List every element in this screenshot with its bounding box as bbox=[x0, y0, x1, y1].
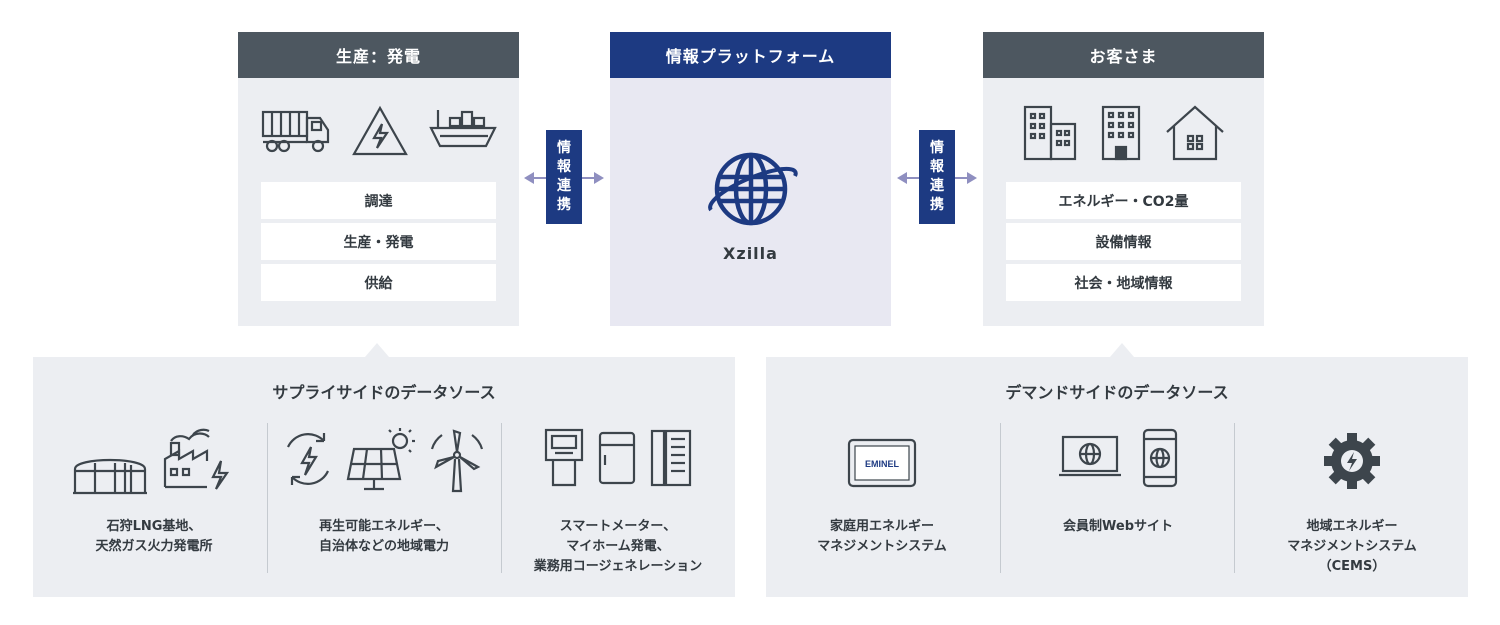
demand-source-label: 家庭用エネルギー マネジメントシステム bbox=[817, 519, 947, 554]
tablet-screen-text: EMINEL bbox=[865, 459, 900, 469]
supply-source-label: 石狩LNG基地、 天然ガス火力発電所 bbox=[95, 519, 213, 554]
demand-source-icons: EMINEL bbox=[766, 437, 998, 489]
supply-item: 調達 bbox=[261, 182, 496, 219]
demand-source-col: 地域エネルギー マネジメントシステム （CEMS） bbox=[1236, 423, 1468, 574]
link-char: 携 bbox=[930, 197, 944, 213]
divider bbox=[1234, 423, 1235, 573]
supply-icon-row bbox=[238, 104, 519, 158]
platform-panel: 情報プラットフォーム Xzilla bbox=[610, 32, 891, 326]
supply-source-col: スマートメーター、 マイホーム発電、 業務用コージェネレーション bbox=[507, 423, 729, 574]
laptop-globe-icon bbox=[1059, 435, 1121, 477]
link-char: 情 bbox=[557, 140, 571, 156]
customer-panel: お客さま エネルギー・CO2量 設備情報 社会・地域情報 bbox=[983, 32, 1264, 326]
gear-bolt-icon bbox=[1324, 433, 1380, 489]
divider bbox=[1000, 423, 1001, 573]
supply-source-label: 再生可能エネルギー、 自治体などの地域電力 bbox=[318, 519, 449, 554]
supply-source-col: 再生可能エネルギー、 自治体などの地域電力 bbox=[273, 423, 495, 573]
supply-source-icons bbox=[43, 427, 265, 501]
supply-source-label: スマートメーター、 マイホーム発電、 業務用コージェネレーション bbox=[533, 519, 703, 574]
demand-source-label: 会員制Webサイト bbox=[1063, 519, 1173, 534]
link-char: 連 bbox=[930, 178, 944, 194]
link-left: 情 報 連 携 bbox=[524, 130, 604, 224]
lng-tank-icon bbox=[73, 458, 147, 495]
demand-source-icons bbox=[1236, 431, 1468, 491]
demand-source-label: 地域エネルギー マネジメントシステム （CEMS） bbox=[1287, 519, 1417, 574]
demand-notch bbox=[1110, 343, 1134, 357]
demand-sources-panel: デマンドサイドのデータソース EMINEL 家庭用エネルギー マネジメントシステ… bbox=[766, 343, 1468, 597]
supply-source-col: 石狩LNG基地、 天然ガス火力発電所 bbox=[43, 423, 265, 573]
divider bbox=[501, 423, 502, 573]
house-icon bbox=[1165, 105, 1224, 161]
link-right-label: 情 報 連 携 bbox=[919, 130, 955, 224]
cargo-ship-icon bbox=[428, 110, 497, 148]
customer-item: 設備情報 bbox=[1006, 223, 1241, 260]
link-char: 情 bbox=[930, 140, 944, 156]
link-right: 情 報 連 携 bbox=[897, 130, 977, 224]
renewable-cycle-icon bbox=[286, 433, 330, 485]
smart-meter-icon bbox=[544, 428, 584, 487]
high-voltage-icon bbox=[351, 105, 408, 156]
supply-sources-panel: サプライサイドのデータソース 石狩LNG基地、 天然ガス火力発電所 bbox=[33, 343, 735, 597]
link-char: 携 bbox=[557, 197, 571, 213]
link-char: 報 bbox=[557, 159, 571, 175]
demand-source-col: EMINEL 家庭用エネルギー マネジメントシステム bbox=[766, 423, 998, 573]
supply-item: 生産・発電 bbox=[261, 223, 496, 260]
cogeneration-icon bbox=[650, 429, 692, 487]
demand-sources-title: デマンドサイドのデータソース bbox=[1005, 383, 1229, 402]
tablet-icon: EMINEL bbox=[847, 438, 917, 488]
dump-truck-icon bbox=[261, 110, 329, 153]
link-char: 報 bbox=[930, 159, 944, 175]
supply-item-list: 調達 生産・発電 供給 bbox=[261, 182, 496, 305]
power-plant-icon bbox=[163, 428, 230, 490]
customer-panel-title: お客さま bbox=[983, 32, 1264, 78]
demand-source-icons bbox=[1002, 427, 1234, 489]
demand-source-col: 会員制Webサイト bbox=[1002, 423, 1234, 573]
supply-source-icons bbox=[507, 427, 729, 489]
link-left-label: 情 報 連 携 bbox=[546, 130, 582, 224]
platform-name: Xzilla bbox=[723, 244, 778, 263]
customer-item: エネルギー・CO2量 bbox=[1006, 182, 1241, 219]
platform-panel-title: 情報プラットフォーム bbox=[610, 32, 891, 78]
fuel-cell-icon bbox=[598, 431, 636, 485]
customer-item: 社会・地域情報 bbox=[1006, 264, 1241, 301]
supply-notch bbox=[365, 343, 389, 357]
customer-icon-row bbox=[983, 104, 1264, 162]
apartment-building-icon bbox=[1101, 105, 1140, 161]
supply-panel-title: 生産：発電 bbox=[238, 32, 519, 78]
supply-panel: 生産：発電 調達 生産・発電 供給 bbox=[238, 32, 519, 326]
globe-wrap bbox=[610, 144, 891, 234]
globe-icon bbox=[707, 152, 798, 226]
office-buildings-icon bbox=[1023, 105, 1076, 161]
supply-sources-title: サプライサイドのデータソース bbox=[272, 383, 496, 402]
phone-globe-icon bbox=[1142, 428, 1178, 488]
supply-item: 供給 bbox=[261, 264, 496, 301]
wind-turbine-icon bbox=[430, 429, 484, 493]
divider bbox=[267, 423, 268, 573]
customer-item-list: エネルギー・CO2量 設備情報 社会・地域情報 bbox=[1006, 182, 1241, 305]
supply-source-icons bbox=[273, 427, 495, 493]
link-char: 連 bbox=[557, 178, 571, 194]
solar-panel-icon bbox=[346, 428, 415, 491]
